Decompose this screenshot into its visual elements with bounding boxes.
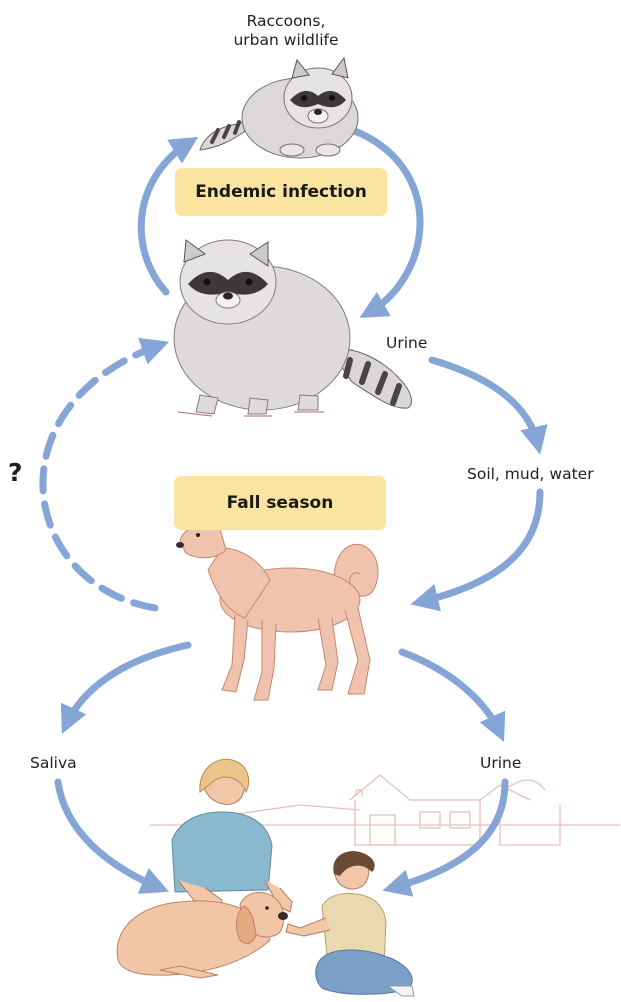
raccoon-large-icon	[174, 240, 412, 416]
soil-mud-water-label: Soil, mud, water	[467, 465, 594, 484]
urine-label-upper: Urine	[386, 334, 427, 353]
endemic-infection-box: Endemic infection	[175, 168, 387, 216]
fall-season-box: Fall season	[174, 476, 386, 530]
arrow-saliva-to-people	[58, 782, 160, 888]
raccoons-label-line2: urban wildlife	[212, 31, 360, 50]
arrow-small-to-large-raccoon	[352, 130, 420, 313]
arrow-dog-to-urine	[402, 652, 500, 733]
unknown-route-marker: ?	[8, 458, 23, 487]
arrow-dog-to-saliva	[66, 645, 188, 725]
lying-dog-icon	[117, 892, 288, 978]
child-icon	[286, 851, 414, 996]
arrow-urine-to-soil	[432, 360, 538, 445]
raccoon-small-icon	[200, 58, 358, 158]
woman-icon	[172, 759, 292, 912]
arrow-urine-to-people	[392, 782, 505, 888]
raccoons-label-line1: Raccoons,	[226, 12, 346, 31]
arrow-soil-to-dog	[420, 492, 540, 602]
arrow-dog-to-raccoon-dashed	[43, 345, 160, 608]
saliva-label: Saliva	[30, 754, 77, 773]
urine-label-lower: Urine	[480, 754, 521, 773]
dog-icon	[176, 506, 378, 700]
